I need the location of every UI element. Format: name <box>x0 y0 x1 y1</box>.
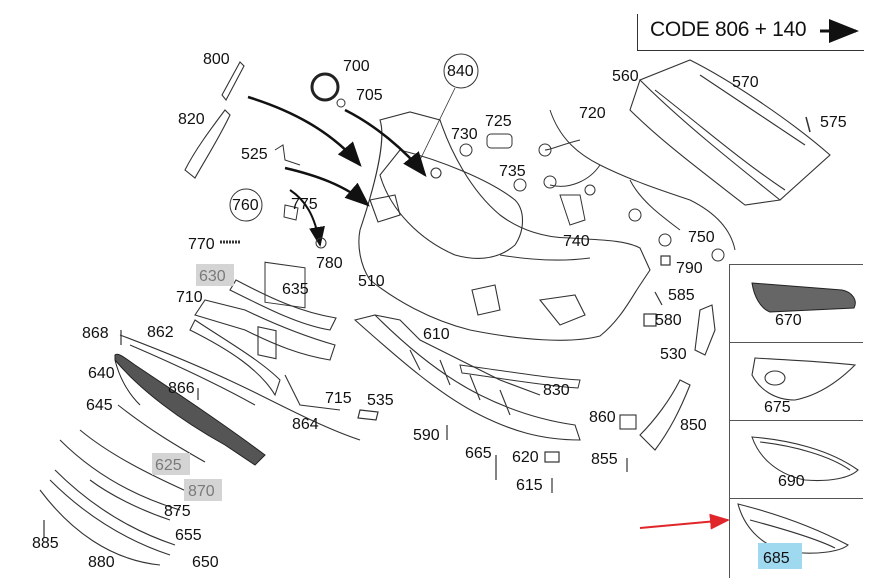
side-part-685 <box>737 503 849 554</box>
part-label-560: 560 <box>612 68 639 85</box>
part-label-735: 735 <box>499 163 526 180</box>
part-label-830: 830 <box>543 382 570 399</box>
grille-frame-570-part <box>629 59 831 206</box>
sensor-725-part <box>459 133 527 192</box>
part-label-780: 780 <box>316 255 343 272</box>
part-label-870: 870 <box>188 483 215 500</box>
side-part-670 <box>751 282 856 313</box>
part-label-625: 625 <box>155 457 182 474</box>
part-label-645: 645 <box>86 397 113 414</box>
part-label-770: 770 <box>188 236 215 253</box>
highlight-630 <box>196 264 234 286</box>
arrow-icon <box>289 189 325 247</box>
part-label-525: 525 <box>241 146 268 163</box>
trim-strips-part <box>39 334 361 566</box>
part-label-760: 760 <box>232 197 259 214</box>
part-label-575: 575 <box>820 114 847 131</box>
part-label-720: 720 <box>579 105 606 122</box>
part-label-820: 820 <box>178 111 205 128</box>
side-panel-label-690: 690 <box>778 473 805 490</box>
part-label-585: 585 <box>668 287 695 304</box>
red-arrow-icon <box>639 513 730 530</box>
side-panel-685 <box>729 498 863 578</box>
mesh-grille-640-part <box>114 353 266 466</box>
highlight-685 <box>758 543 802 569</box>
part-label-715: 715 <box>325 390 352 407</box>
part-label-866: 866 <box>168 380 195 397</box>
part-label-665: 665 <box>465 445 492 462</box>
arrow-icon <box>247 95 362 167</box>
part-label-855: 855 <box>591 451 618 468</box>
part-label-610: 610 <box>423 326 450 343</box>
part-label-875: 875 <box>164 503 191 520</box>
side-part-690 <box>751 436 859 482</box>
side-panel-label-685: 685 <box>763 550 790 567</box>
arrow-icon <box>284 166 370 207</box>
emblem-700-icon <box>310 72 340 102</box>
side-panel-690 <box>729 420 863 499</box>
license-bracket-760-part <box>220 204 327 309</box>
part-label-790: 790 <box>676 260 703 277</box>
part-label-530: 530 <box>660 346 687 363</box>
code-box <box>637 14 864 51</box>
part-label-640: 640 <box>88 365 115 382</box>
side-panel-670 <box>729 264 863 343</box>
brackets-850-530-part <box>619 304 716 451</box>
part-label-590: 590 <box>413 427 440 444</box>
side-part-675 <box>751 357 857 401</box>
screw-575-icon <box>805 116 811 133</box>
part-label-862: 862 <box>147 324 174 341</box>
part-label-725: 725 <box>485 113 512 130</box>
part-label-570: 570 <box>732 74 759 91</box>
code-label: CODE 806 + 140 <box>650 18 807 41</box>
part-label-775: 775 <box>291 196 318 213</box>
callout-840-circle <box>443 53 479 89</box>
part-label-730: 730 <box>451 126 478 143</box>
part-label-630: 630 <box>199 268 226 285</box>
part-label-800: 800 <box>203 51 230 68</box>
trim-800-820-part <box>184 61 245 179</box>
side-panel-label-675: 675 <box>764 399 791 416</box>
part-label-615: 615 <box>516 477 543 494</box>
part-label-705: 705 <box>356 87 383 104</box>
part-label-740: 740 <box>563 233 590 250</box>
highlight-870 <box>184 479 222 501</box>
fasteners-part <box>43 255 671 538</box>
part-label-864: 864 <box>292 416 319 433</box>
part-label-840: 840 <box>447 63 474 80</box>
part-label-885: 885 <box>32 535 59 552</box>
part-label-655: 655 <box>175 527 202 544</box>
part-label-580: 580 <box>655 312 682 329</box>
support-610-part <box>353 314 581 441</box>
part-label-510: 510 <box>358 273 385 290</box>
highlight-625 <box>152 453 190 475</box>
part-label-850: 850 <box>680 417 707 434</box>
callout-760-circle <box>229 188 263 222</box>
clip-705-icon <box>336 98 346 108</box>
part-label-635: 635 <box>282 281 309 298</box>
label-layer: 800 820 700 705 840 560 570 575 525 730 725 720 735 7… <box>32 51 847 571</box>
part-label-868: 868 <box>82 325 109 342</box>
part-label-860: 860 <box>589 409 616 426</box>
strip-830-part <box>459 364 581 389</box>
part-label-710: 710 <box>176 289 203 306</box>
part-label-620: 620 <box>512 449 539 466</box>
bracket-525-part <box>274 144 301 166</box>
part-label-700: 700 <box>343 58 370 75</box>
bracket-740-part <box>559 194 586 226</box>
arrow-icon <box>344 108 427 177</box>
lower-grille-710-part <box>189 279 337 397</box>
bumper-510-part <box>358 111 651 341</box>
wiring-harness-720-part <box>538 109 736 262</box>
part-label-535: 535 <box>367 392 394 409</box>
side-panel-label-670: 670 <box>775 312 802 329</box>
part-label-750: 750 <box>688 229 715 246</box>
part-label-650: 650 <box>192 554 219 571</box>
part-label-880: 880 <box>88 554 115 571</box>
side-panel-675 <box>729 342 863 421</box>
